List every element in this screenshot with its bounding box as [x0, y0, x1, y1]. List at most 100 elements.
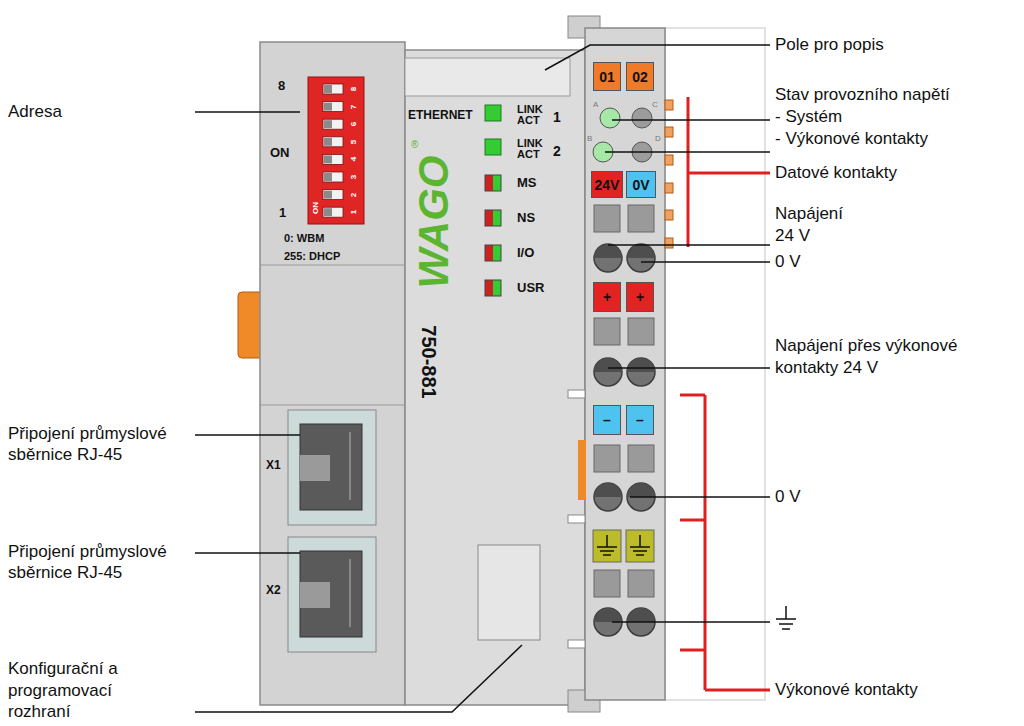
led-red [485, 175, 493, 191]
data-contact [665, 238, 673, 248]
dip-number: 8 [349, 87, 359, 91]
clamp-terminals [594, 205, 655, 636]
wire-entry [594, 483, 622, 511]
dip-slot [323, 154, 343, 164]
clamp-actuator [628, 205, 654, 232]
dip-slot [323, 190, 343, 200]
dip-number: 5 [349, 140, 359, 144]
led-name: USR [517, 280, 544, 296]
rj45-ports [300, 551, 362, 637]
dip-on-mark: ON [311, 202, 321, 214]
port-name: X2 [266, 583, 281, 598]
dip-slot [323, 102, 343, 112]
terminal-strip [632, 108, 652, 128]
callout-label: Připojení průmyslové sběrnice RJ-45 [8, 541, 193, 584]
leader-lines [195, 111, 300, 113]
terminal-text: 24V [595, 177, 620, 193]
dip-lever [324, 173, 332, 181]
rj45-ports [300, 455, 330, 481]
wire-entry-shade [594, 608, 622, 622]
led-name: 2 [553, 143, 561, 161]
leader-lines [608, 244, 770, 246]
terminal-marker: 01 [593, 62, 621, 91]
led-red [485, 210, 493, 226]
led-letter: A [593, 100, 598, 110]
dip-switch-slot [323, 207, 343, 217]
clamp-actuator [628, 318, 654, 345]
data-contact [665, 127, 673, 137]
led-letter: C [652, 100, 658, 110]
dip-switch-slot [323, 137, 343, 147]
center-housing [485, 139, 501, 155]
dip-lever [324, 85, 332, 93]
clamp-actuator [594, 318, 620, 345]
ground-symbol [776, 606, 796, 629]
terminal-strip [568, 515, 585, 523]
dip-lever [324, 103, 332, 111]
dip-slot [323, 172, 343, 182]
leader-lines [605, 151, 770, 153]
rj45-ports [300, 582, 330, 608]
led-name: LINK ACT [517, 104, 549, 126]
dip-scale: ON [270, 145, 290, 161]
data-contact [665, 210, 673, 220]
callout-label: - Výkonové kontakty [775, 128, 928, 149]
callout-label: Adresa [8, 101, 62, 122]
wire-entry [594, 244, 622, 272]
callout-label: 0 V [775, 251, 801, 272]
red-brackets [705, 689, 770, 692]
dip-slot [323, 119, 343, 129]
led-letter: D [655, 134, 661, 144]
rj45-ports [288, 410, 376, 652]
callout-label: Stav provozního napětí [775, 84, 950, 105]
led-red [485, 280, 493, 296]
led-green [493, 245, 501, 261]
led-green [493, 175, 501, 191]
terminal-strip [639, 535, 641, 547]
address-note: 255: DHCP [284, 250, 340, 264]
dip-number: 2 [349, 192, 359, 196]
bicolor-led [485, 175, 501, 191]
ground-symbol [776, 618, 796, 620]
red-brackets [688, 172, 770, 175]
callout-label: Napájení 24 V [775, 203, 865, 247]
terminal-strip [578, 440, 586, 500]
left-housing [308, 77, 364, 224]
left-housing [260, 405, 405, 406]
ground-symbol [782, 628, 790, 630]
dip-lever [324, 155, 332, 163]
led-red [485, 245, 493, 261]
leader-lines [195, 645, 522, 712]
terminal-text: – [603, 412, 611, 428]
dip-slot [323, 207, 343, 217]
dip-switch-slot [323, 190, 343, 200]
dip-switch-slot [323, 102, 343, 112]
data-contacts [665, 100, 673, 248]
center-housing [478, 545, 540, 640]
leader-lines [195, 45, 770, 712]
wire-entry [627, 244, 655, 272]
ghost-module [665, 28, 765, 700]
terminal-strip [597, 535, 650, 555]
callout-label: Připojení průmyslové sběrnice RJ-45 [8, 423, 193, 466]
terminal-strip [597, 546, 617, 548]
terminal-strip [626, 530, 654, 562]
terminal-marker: – [593, 405, 621, 435]
terminal-text: 0V [632, 177, 649, 193]
leader-lines [195, 552, 300, 554]
rj45-ports [288, 410, 376, 525]
terminal-text: + [603, 289, 611, 305]
brand-mark: ® [411, 139, 418, 152]
terminal-strip [568, 390, 585, 398]
wire-entry-shade [627, 608, 655, 622]
leader-lines [641, 261, 770, 263]
callout-label: - Systém [775, 106, 842, 127]
wire-entry-shade [594, 483, 622, 497]
bicolor-led [485, 280, 501, 296]
terminal-strip [600, 550, 614, 552]
clamp-actuator [594, 205, 620, 232]
led-green [493, 280, 501, 296]
led-green [493, 210, 501, 226]
callout-label: Konfigurační a programovací rozhraní [8, 658, 128, 722]
terminal-strip [606, 535, 608, 547]
